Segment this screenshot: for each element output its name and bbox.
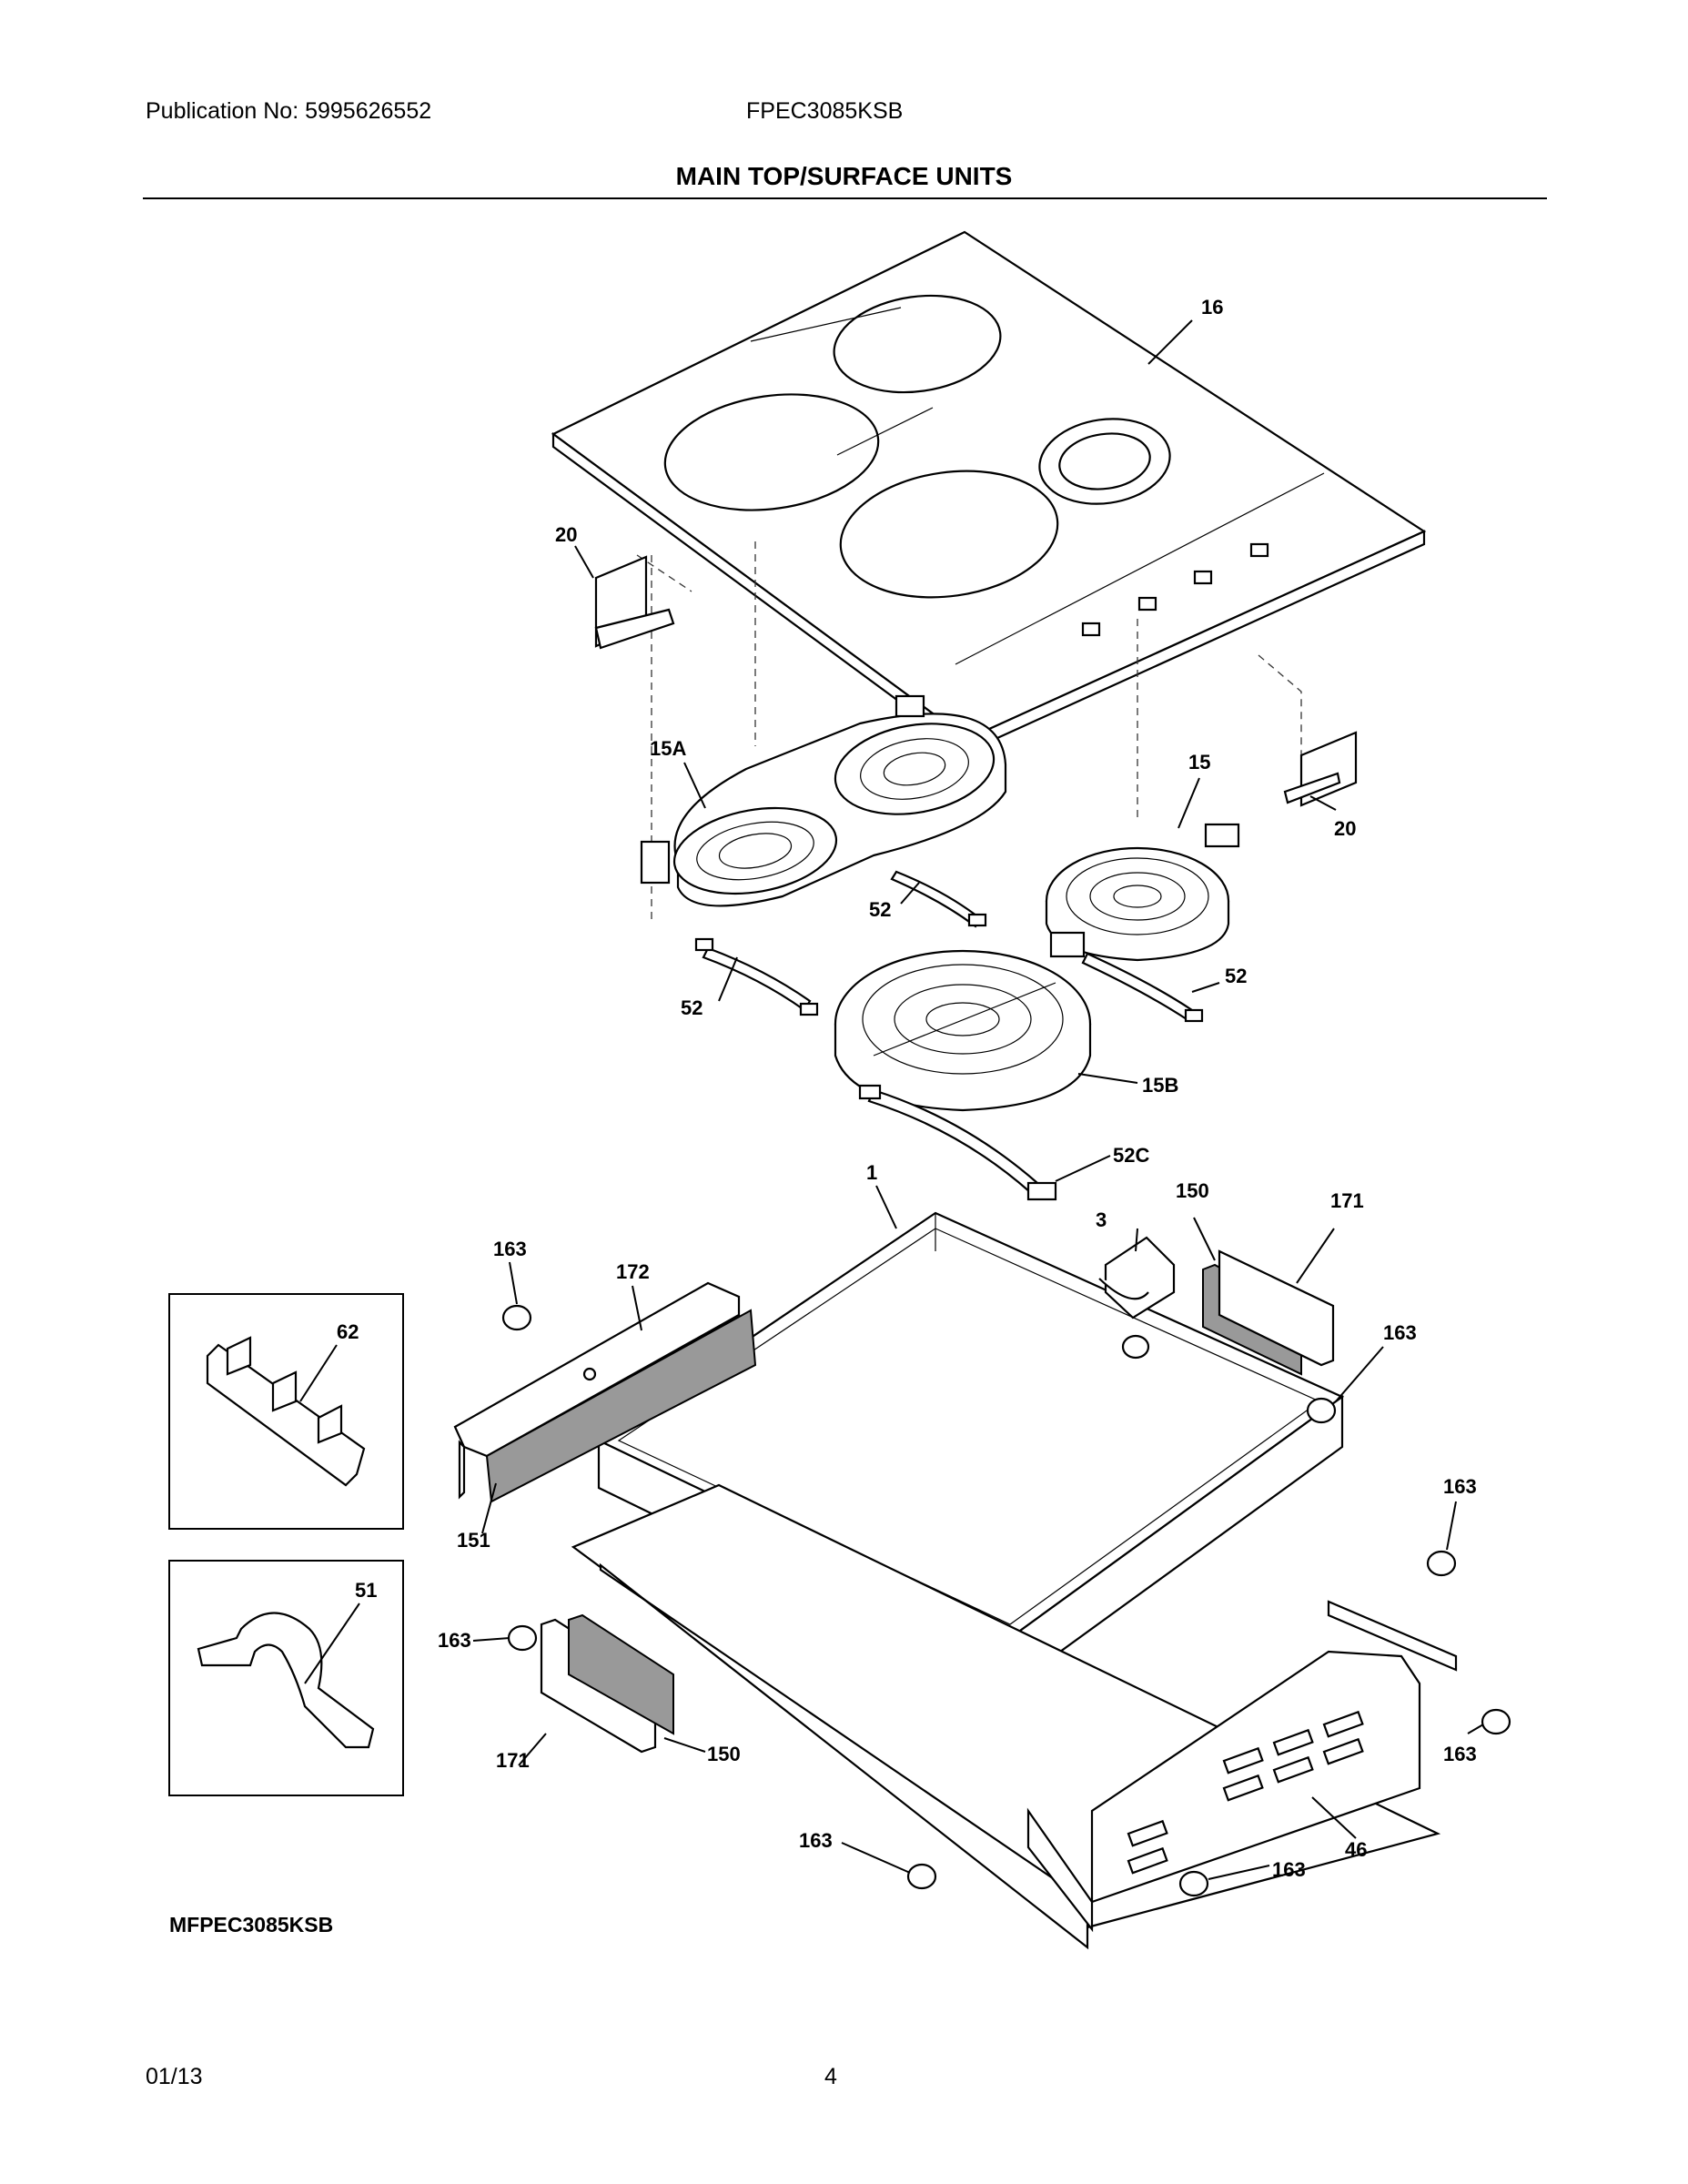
strap-52-right-part (1081, 952, 1204, 1023)
bracket-20-right-part (1283, 731, 1358, 807)
title-rule (143, 197, 1547, 199)
publication-number: Publication No: 5995626552 (146, 98, 432, 124)
callout-163-d: 163 (438, 1629, 471, 1652)
diagram-model-code: MFPEC3085KSB (169, 1913, 334, 1936)
page-number: 4 (824, 2064, 837, 2089)
callout-46: 46 (1345, 1838, 1367, 1861)
callout-52-upper: 52 (869, 898, 891, 921)
callout-15b: 15B (1142, 1074, 1178, 1097)
callout-62: 62 (337, 1320, 359, 1343)
callout-163-f: 163 (799, 1829, 833, 1852)
callout-1: 1 (866, 1161, 877, 1184)
strap-52c-part (858, 1084, 1057, 1201)
strap-52-left-part (694, 937, 819, 1016)
callout-163-g: 163 (1272, 1858, 1306, 1881)
callout-15a: 15A (650, 737, 686, 760)
callout-171-upper: 171 (1330, 1189, 1364, 1212)
callout-151: 151 (457, 1529, 490, 1552)
inset-box-51 (168, 1560, 404, 1796)
element-15b-part (834, 931, 1092, 1112)
channel-171-upper-part (1218, 1249, 1335, 1367)
callout-163-a: 163 (493, 1238, 527, 1260)
footer-date: 01/13 (146, 2064, 203, 2089)
insulation-150-lower-part (568, 1613, 674, 1735)
page-title: MAIN TOP/SURFACE UNITS (675, 162, 1013, 190)
bottom-pan-part (571, 1483, 1458, 1950)
glass-cooktop-part (551, 230, 1427, 754)
insulation-151-part (485, 1309, 757, 1503)
dual-element-15a-part (640, 694, 1007, 907)
callout-171-lower: 171 (496, 1749, 530, 1772)
callout-52-right: 52 (1225, 965, 1247, 987)
callout-150-upper: 150 (1176, 1179, 1209, 1202)
callout-172: 172 (616, 1260, 650, 1283)
callout-labels: 16 20 20 15A 15 52 52 52 15B 52C 1 150 1… (337, 296, 1477, 1881)
callout-163-b: 163 (1383, 1321, 1417, 1344)
callout-52-left: 52 (681, 996, 702, 1019)
clamp-51-part (197, 1612, 375, 1749)
bracket-3-part (1098, 1236, 1176, 1320)
callout-20-right: 20 (1334, 817, 1356, 840)
bracket-20-left-part (594, 555, 675, 650)
wire-clip-62-part (206, 1336, 366, 1487)
element-15-part (1045, 823, 1240, 962)
callout-163-c: 163 (1443, 1475, 1477, 1498)
callout-16: 16 (1201, 296, 1223, 318)
callout-3: 3 (1096, 1208, 1107, 1231)
inset-box-62 (168, 1293, 404, 1530)
callout-52c: 52C (1113, 1144, 1149, 1167)
strap-52-upper-part (890, 870, 987, 928)
callout-leaders (299, 319, 1484, 1880)
channel-172-part (453, 1281, 741, 1500)
callout-51: 51 (355, 1579, 377, 1602)
model-number: FPEC3085KSB (746, 98, 904, 124)
callout-150-lower: 150 (707, 1743, 741, 1765)
callout-15: 15 (1188, 751, 1210, 774)
callout-20-left: 20 (555, 523, 577, 546)
callout-163-e: 163 (1443, 1743, 1477, 1765)
